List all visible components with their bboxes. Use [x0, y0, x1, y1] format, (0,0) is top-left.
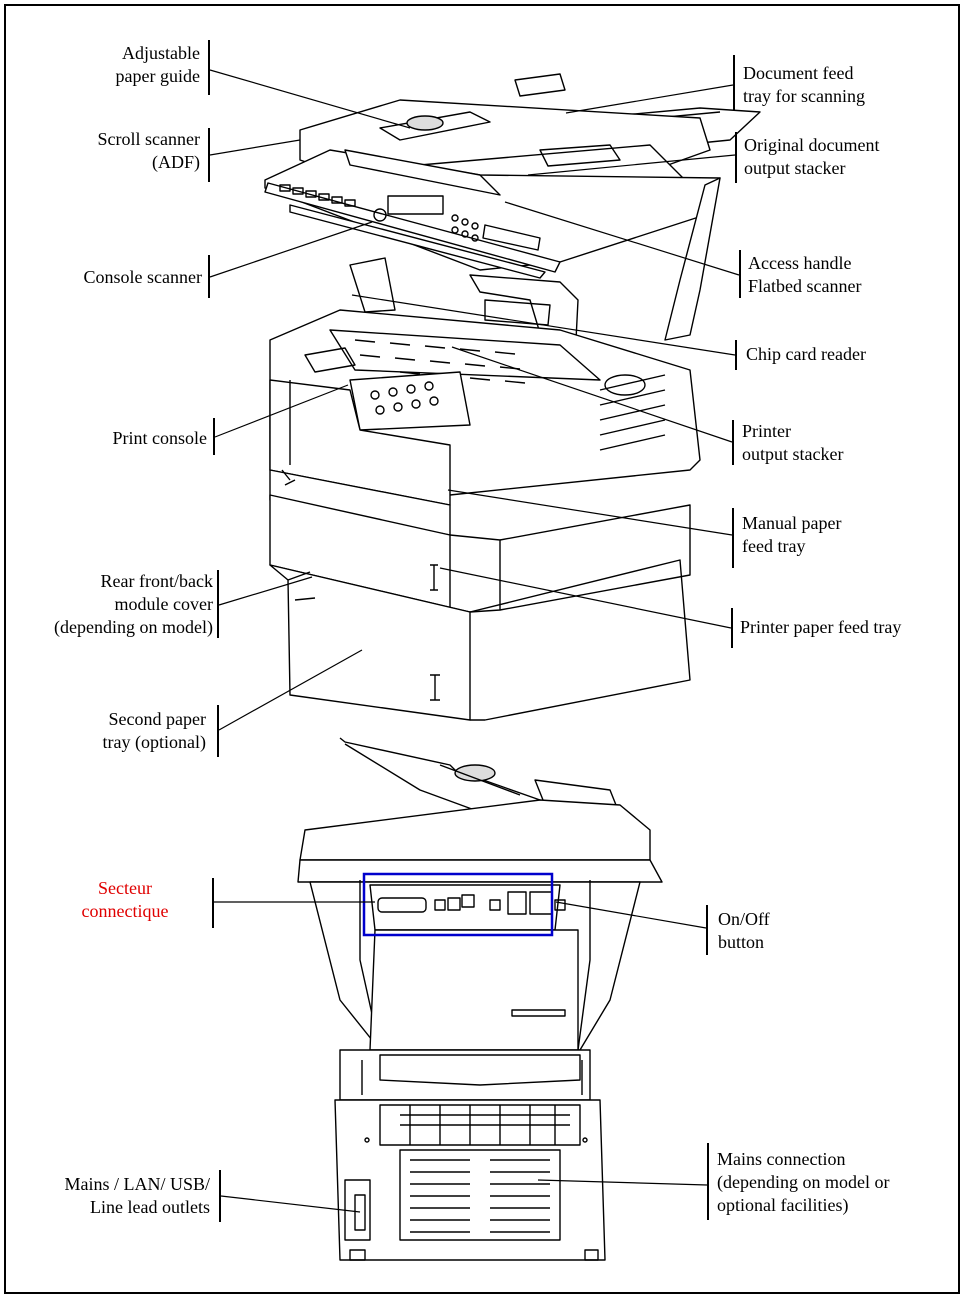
label-print-console: Print console [112, 428, 208, 448]
label-console-scanner: Console scanner [83, 267, 202, 287]
label-rear-module-cover: Rear front/back module cover (depending … [54, 571, 213, 637]
label-on-off-button: On/Off button [718, 909, 770, 952]
label-mains-lan-usb-outlets: Mains / LAN/ USB/ Line lead outlets [64, 1174, 210, 1217]
label-printer-paper-feed-tray: Printer paper feed tray [740, 617, 902, 637]
label-scroll-scanner: Scroll scanner (ADF) [97, 129, 200, 172]
label-printer-output-stacker: Printer output stacker [742, 421, 844, 464]
rear-view [297, 737, 663, 1261]
leader-lines [209, 69, 740, 1213]
label-tick-bars [208, 40, 741, 1222]
diagram-frame [4, 4, 960, 1294]
connector-highlight-box [362, 872, 554, 937]
label-document-feed-tray: Document feed tray for scanning [743, 63, 865, 106]
label-access-handle: Access handle Flatbed scanner [748, 253, 862, 296]
label-original-document-stacker: Original document output stacker [744, 135, 880, 178]
label-chip-card-reader: Chip card reader [746, 344, 866, 364]
label-adjustable-paper-guide: Adjustable paper guide [115, 43, 200, 86]
printer-body [269, 309, 701, 721]
label-secteur-connectique: Secteur connectique [81, 878, 169, 921]
label-second-paper-tray: Second paper tray (optional) [102, 709, 206, 752]
console-buttons [279, 184, 541, 251]
label-manual-paper-feed-tray: Manual paper feed tray [742, 513, 842, 556]
scanner-unit [264, 73, 761, 341]
rear-vent-pattern [410, 1159, 550, 1233]
label-mains-connection: Mains connection (depending on model or … [717, 1149, 890, 1215]
